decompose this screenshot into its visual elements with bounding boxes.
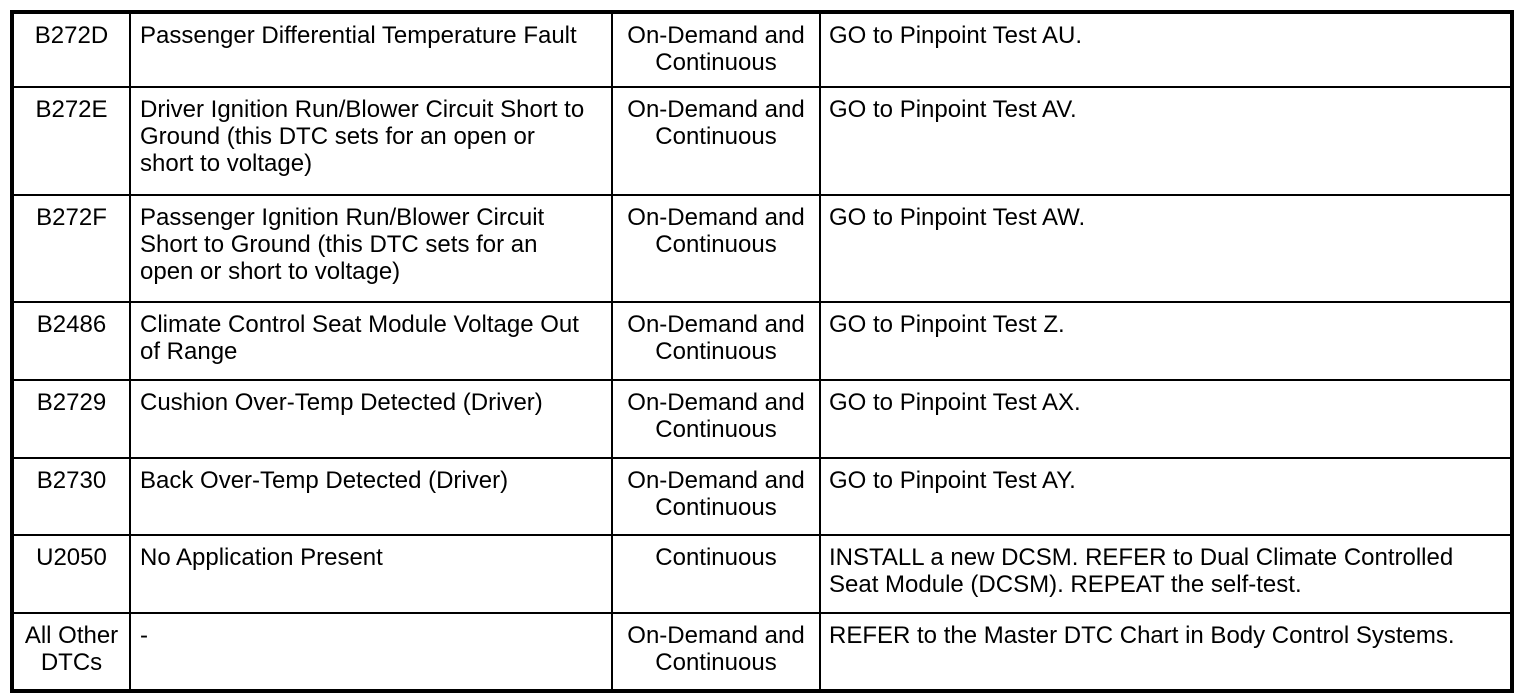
table-row: B2730 Back Over-Temp Detected (Driver) O… [11, 457, 1513, 536]
description-cell: Cushion Over-Temp Detected (Driver) [129, 379, 613, 459]
dtc-type-cell: On-Demand and Continuous [611, 86, 821, 196]
table-row: B272F Passenger Ignition Run/Blower Circ… [11, 194, 1513, 303]
dtc-type-cell: On-Demand and Continuous [611, 301, 821, 381]
description-cell: No Application Present [129, 534, 613, 614]
table-row: B2486 Climate Control Seat Module Voltag… [11, 301, 1513, 381]
dtc-type-cell: On-Demand and Continuous [611, 457, 821, 536]
table-row: All Other DTCs - On-Demand and Continuou… [11, 612, 1513, 692]
table-row: B272D Passenger Differential Temperature… [11, 11, 1513, 88]
dtc-code-cell: B272D [11, 11, 131, 88]
dtc-code-cell: B272E [11, 86, 131, 196]
dtc-type-cell: Continuous [611, 534, 821, 614]
dtc-code-cell: B2730 [11, 457, 131, 536]
dtc-chart-table: B272D Passenger Differential Temperature… [10, 10, 1514, 693]
dtc-code-cell: B272F [11, 194, 131, 303]
action-cell: REFER to the Master DTC Chart in Body Co… [819, 612, 1513, 692]
action-cell: INSTALL a new DCSM. REFER to Dual Climat… [819, 534, 1513, 614]
description-cell: Passenger Differential Temperature Fault [129, 11, 613, 88]
dtc-type-cell: On-Demand and Continuous [611, 194, 821, 303]
dtc-type-cell: On-Demand and Continuous [611, 379, 821, 459]
description-cell: Passenger Ignition Run/Blower Circuit Sh… [129, 194, 613, 303]
dtc-code-cell: All Other DTCs [11, 612, 131, 692]
description-cell: - [129, 612, 613, 692]
action-cell: GO to Pinpoint Test AX. [819, 379, 1513, 459]
action-cell: GO to Pinpoint Test AU. [819, 11, 1513, 88]
table-row: B272E Driver Ignition Run/Blower Circuit… [11, 86, 1513, 196]
description-cell: Driver Ignition Run/Blower Circuit Short… [129, 86, 613, 196]
dtc-type-cell: On-Demand and Continuous [611, 612, 821, 692]
table-row: U2050 No Application Present Continuous … [11, 534, 1513, 614]
dtc-code-cell: B2729 [11, 379, 131, 459]
action-cell: GO to Pinpoint Test AV. [819, 86, 1513, 196]
dtc-code-cell: U2050 [11, 534, 131, 614]
action-cell: GO to Pinpoint Test AY. [819, 457, 1513, 536]
description-cell: Climate Control Seat Module Voltage Out … [129, 301, 613, 381]
action-cell: GO to Pinpoint Test AW. [819, 194, 1513, 303]
dtc-type-cell: On-Demand and Continuous [611, 11, 821, 88]
table-row: B2729 Cushion Over-Temp Detected (Driver… [11, 379, 1513, 459]
action-cell: GO to Pinpoint Test Z. [819, 301, 1513, 381]
description-cell: Back Over-Temp Detected (Driver) [129, 457, 613, 536]
dtc-code-cell: B2486 [11, 301, 131, 381]
